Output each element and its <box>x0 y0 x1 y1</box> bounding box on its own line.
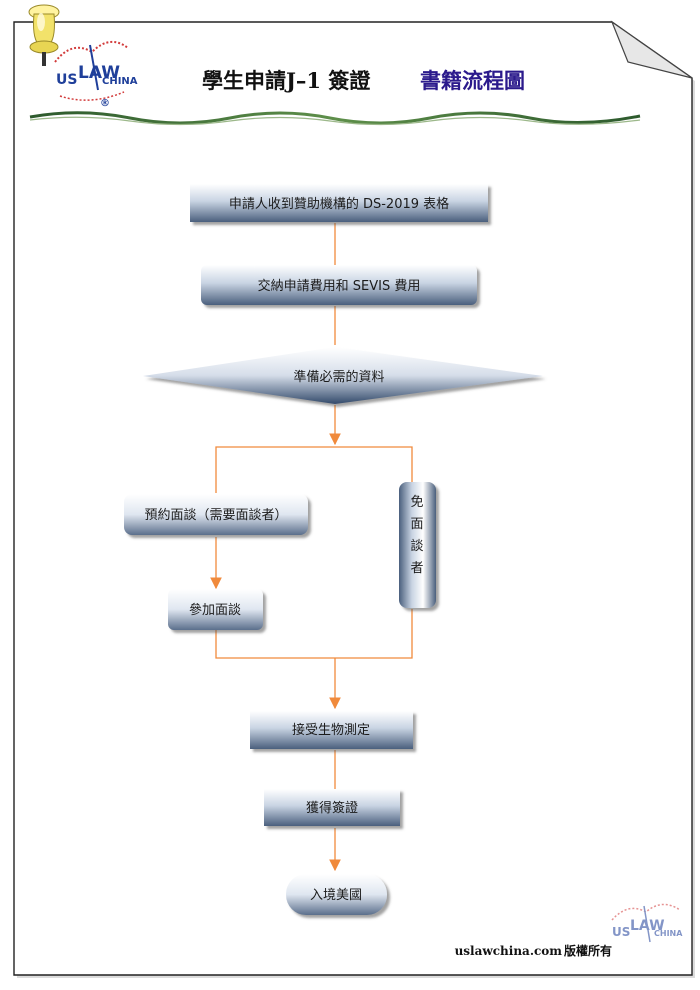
step-prepare-documents <box>143 347 543 404</box>
connectors <box>210 223 413 872</box>
push-pin-icon <box>28 4 60 66</box>
step-pay-fees <box>201 265 477 305</box>
footer-logo-china: CHINA <box>654 929 683 938</box>
uslawchina-logo: US LAW CHINA ® <box>54 41 138 109</box>
step-biometrics-label: 接受生物測定 <box>292 722 370 738</box>
footer-logo: US LAW CHINA <box>611 903 683 943</box>
step-obtain-visa <box>264 789 400 826</box>
footer-rights: 版權所有 <box>564 943 612 958</box>
step-schedule-interview-label: 預約面談（需要面談者） <box>144 507 287 523</box>
page-title: 學生申請J–1 簽證 <box>202 68 371 93</box>
logo-law: LAW <box>78 63 120 83</box>
paper-sheet <box>13 20 695 978</box>
step-enter-us-label: 入境美國 <box>310 888 362 903</box>
step-schedule-interview <box>124 494 308 535</box>
logo-us: US <box>56 72 77 88</box>
footer-site: uslawchina.com <box>455 944 563 958</box>
logo-registered: ® <box>100 98 110 109</box>
connector-split-branches <box>215 446 413 493</box>
folded-corner <box>610 20 693 79</box>
header-divider <box>29 111 641 126</box>
step-biometrics <box>250 711 413 749</box>
step-interview-waived-char: 面 <box>410 517 423 532</box>
step-attend-interview-label: 參加面談 <box>189 602 241 618</box>
step-receive-ds2019 <box>190 184 488 222</box>
step-interview-waived-label: 免面談者 <box>410 495 423 576</box>
step-pay-fees-label: 交納申請費用和 SEVIS 費用 <box>258 278 421 294</box>
step-obtain-visa-label: 獲得簽證 <box>306 800 358 816</box>
step-interview-waived-char: 免 <box>410 495 423 510</box>
step-attend-interview <box>168 589 263 630</box>
footer-logo-law: LAW <box>630 918 665 934</box>
logo-china: CHINA <box>102 76 138 87</box>
step-interview-waived <box>399 482 436 608</box>
footer-logo-us: US <box>612 925 630 939</box>
connector-merge <box>215 609 413 659</box>
step-interview-waived-char: 者 <box>410 561 423 576</box>
step-prepare-documents-label: 準備必需的資料 <box>293 369 384 385</box>
step-receive-ds2019-label: 申請人收到贊助機構的 DS-2019 表格 <box>229 196 449 212</box>
step-interview-waived-char: 談 <box>410 538 423 554</box>
page-title-accent: 書籍流程圖 <box>420 68 525 93</box>
step-enter-us <box>286 874 387 915</box>
